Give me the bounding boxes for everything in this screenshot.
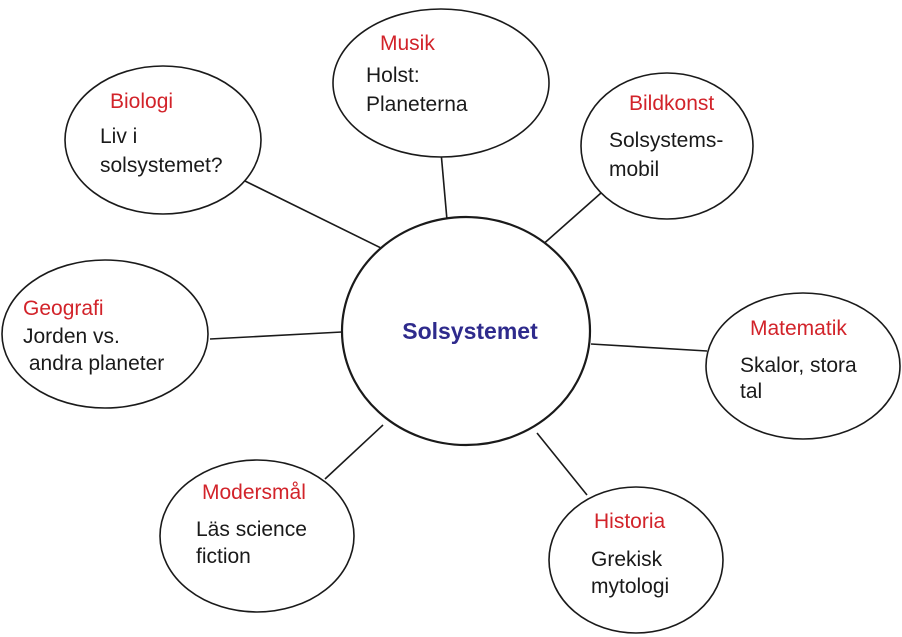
node-text-line: solsystemet? bbox=[100, 154, 223, 177]
node-text-line: Planeterna bbox=[366, 93, 468, 116]
node-text-line: fiction bbox=[196, 545, 251, 568]
node-ellipse bbox=[332, 8, 550, 158]
node-subject: Biologi bbox=[110, 90, 173, 113]
center-node: Solsystemet bbox=[340, 215, 592, 447]
connector-musik bbox=[440, 151, 448, 221]
node-subject: Geografi bbox=[23, 297, 104, 320]
connector-historia bbox=[536, 432, 588, 496]
node-modersmal: Modersmål Läs science fiction bbox=[159, 459, 355, 613]
node-ellipse bbox=[64, 65, 262, 215]
node-text-line: Solsystems- bbox=[609, 129, 723, 152]
node-subject: Musik bbox=[380, 32, 435, 55]
node-text-line: Grekisk bbox=[591, 548, 663, 571]
node-text-line: Holst: bbox=[366, 64, 420, 87]
node-subject: Modersmål bbox=[202, 481, 306, 504]
node-text-line: andra planeter bbox=[23, 352, 164, 375]
node-ellipse bbox=[580, 72, 754, 220]
node-text-line: Skalor, stora bbox=[740, 354, 857, 377]
node-ellipse bbox=[548, 486, 724, 634]
node-matematik: Matematik Skalor, stora tal bbox=[705, 292, 901, 440]
node-subject: Matematik bbox=[750, 317, 847, 340]
node-ellipse bbox=[705, 292, 901, 440]
node-musik: Musik Holst: Planeterna bbox=[332, 8, 550, 158]
node-geografi: Geografi Jorden vs. andra planeter bbox=[1, 259, 209, 409]
node-subject: Historia bbox=[594, 510, 666, 533]
node-bildkonst: Bildkonst Solsystems- mobil bbox=[580, 72, 754, 220]
center-label: Solsystemet bbox=[402, 318, 538, 344]
connector-matematik bbox=[590, 343, 708, 352]
node-historia: Historia Grekisk mytologi bbox=[548, 486, 724, 634]
node-text-line: mobil bbox=[609, 158, 659, 181]
node-text-line: mytologi bbox=[591, 575, 669, 598]
connector-biologi bbox=[244, 180, 384, 250]
connector-bildkonst bbox=[539, 192, 602, 248]
node-biologi: Biologi Liv i solsystemet? bbox=[64, 65, 262, 215]
node-subject: Bildkonst bbox=[629, 92, 714, 115]
node-ellipse bbox=[1, 259, 209, 409]
connectors bbox=[209, 151, 708, 496]
node-text-line: Jorden vs. bbox=[23, 325, 120, 348]
connector-geografi bbox=[209, 331, 343, 340]
node-text-line: tal bbox=[740, 380, 762, 403]
node-text-line: Läs science bbox=[196, 518, 307, 541]
center-ellipse bbox=[340, 215, 592, 447]
node-text-line: Liv i bbox=[100, 125, 137, 148]
node-ellipse bbox=[159, 459, 355, 613]
connector-modersmal bbox=[324, 424, 384, 480]
